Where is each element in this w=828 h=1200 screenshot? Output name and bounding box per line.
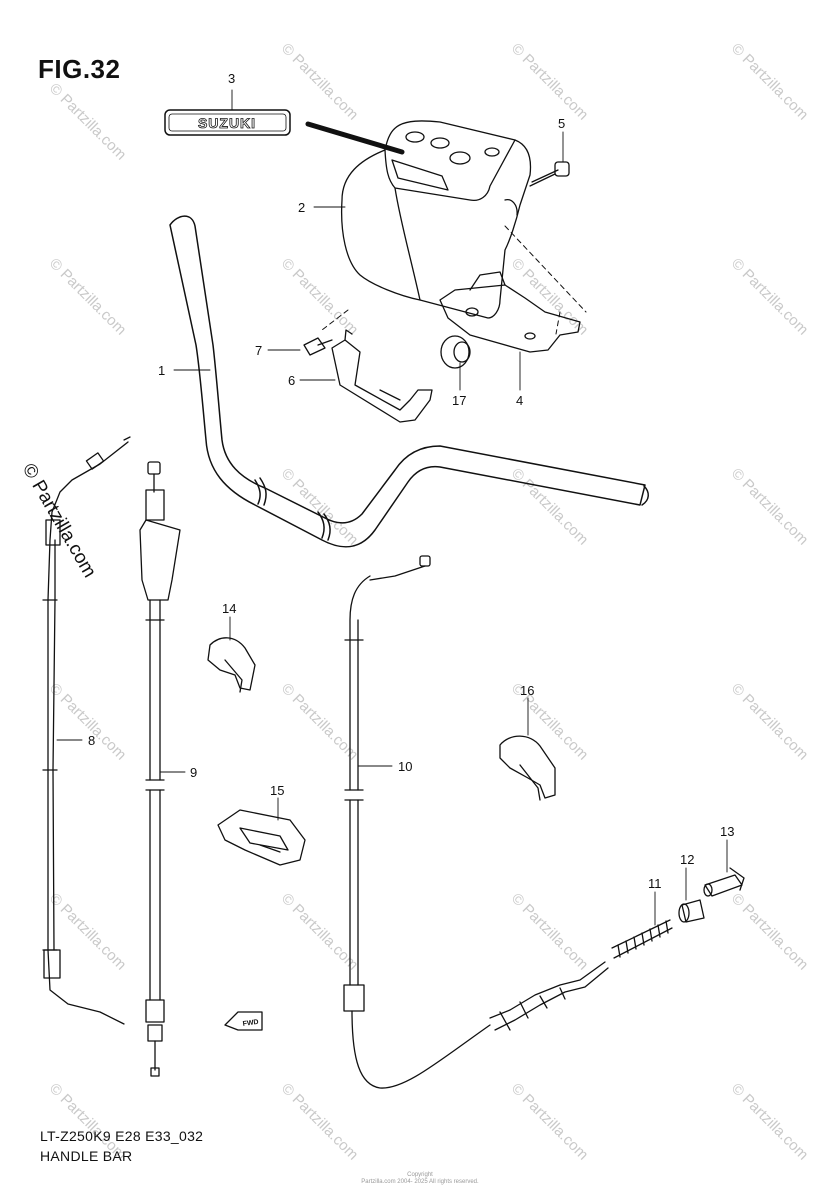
clamp-16[interactable] (499, 735, 556, 801)
cushion[interactable] (440, 335, 471, 369)
suzuki-emblem[interactable] (164, 109, 291, 136)
callout-3[interactable]: 3 (228, 71, 235, 86)
copyright-notice: Copyright Partzilla.com 2004- 2025 All r… (360, 1172, 480, 1186)
copyright-line-1: Copyright (407, 1172, 433, 1178)
spring-11[interactable] (611, 919, 673, 959)
callout-10[interactable]: 10 (398, 759, 412, 774)
assembly-line (504, 225, 587, 313)
model-code: LT-Z250K9 E28 E33_032 (40, 1128, 204, 1144)
cable-9[interactable] (139, 461, 181, 1077)
pin-13[interactable] (703, 867, 745, 897)
fwd-arrow-icon (224, 1011, 263, 1031)
callout-16[interactable]: 16 (520, 683, 534, 698)
clamp-14[interactable] (207, 637, 256, 693)
callout-13[interactable]: 13 (720, 824, 734, 839)
callout-2[interactable]: 2 (298, 200, 305, 215)
fwd-label: FWD (242, 1019, 259, 1028)
callout-17[interactable]: 17 (452, 393, 466, 408)
callout-11[interactable]: 11 (648, 876, 662, 891)
emblem-pointer-arrow (305, 121, 405, 155)
bolt[interactable] (529, 161, 570, 187)
handlebar-cover[interactable] (340, 120, 532, 319)
collar-12[interactable] (678, 899, 705, 923)
callout-5[interactable]: 5 (558, 116, 565, 131)
figure-title: FIG.32 (38, 54, 121, 84)
clip-15[interactable] (217, 809, 306, 866)
suzuki-logo-text: SUZUKI (198, 115, 256, 131)
callout-12[interactable]: 12 (680, 852, 694, 867)
lower-bracket[interactable] (331, 329, 433, 423)
cable-8[interactable] (42, 436, 131, 1025)
assembly-line (555, 311, 561, 335)
handlebar[interactable] (169, 215, 649, 548)
callout-8[interactable]: 8 (88, 733, 95, 748)
screw[interactable] (303, 337, 333, 356)
section-name: HANDLE BAR (40, 1148, 133, 1164)
assembly-line (321, 309, 349, 331)
cable-10[interactable] (343, 555, 609, 1089)
callout-1[interactable]: 1 (158, 363, 165, 378)
callout-4[interactable]: 4 (516, 393, 523, 408)
callout-7[interactable]: 7 (255, 343, 262, 358)
copyright-line-2: Partzilla.com 2004- 2025 All rights rese… (361, 1179, 479, 1185)
cover-bracket[interactable] (439, 271, 581, 353)
callout-15[interactable]: 15 (270, 783, 284, 798)
callout-14[interactable]: 14 (222, 601, 236, 616)
callout-9[interactable]: 9 (190, 765, 197, 780)
callout-6[interactable]: 6 (288, 373, 295, 388)
